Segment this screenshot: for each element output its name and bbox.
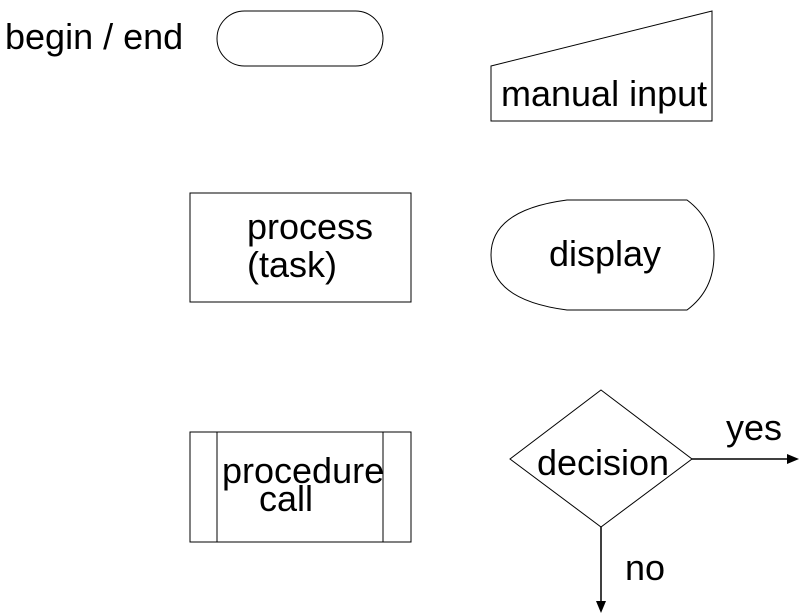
display-label: display <box>549 233 662 274</box>
no-label: no <box>625 547 666 588</box>
manual-input-shape <box>490 10 713 122</box>
yes-arrowhead <box>787 454 799 464</box>
decision-label: decision <box>537 442 670 483</box>
process-shape <box>189 192 412 303</box>
process-label-line1: process <box>247 206 374 247</box>
manual-input-label: manual input <box>501 73 708 114</box>
process-label-line2: (task) <box>247 244 337 285</box>
display-shape <box>490 199 715 311</box>
procedure-call-label-line2: call <box>259 478 314 519</box>
procedure-call-label-line1: procedure <box>222 450 385 491</box>
no-arrowhead <box>596 601 606 613</box>
yes-label: yes <box>726 407 783 448</box>
procedure-call-shape <box>189 431 412 543</box>
begin-end-label: begin / end <box>5 16 184 57</box>
terminator-shape <box>216 10 384 67</box>
